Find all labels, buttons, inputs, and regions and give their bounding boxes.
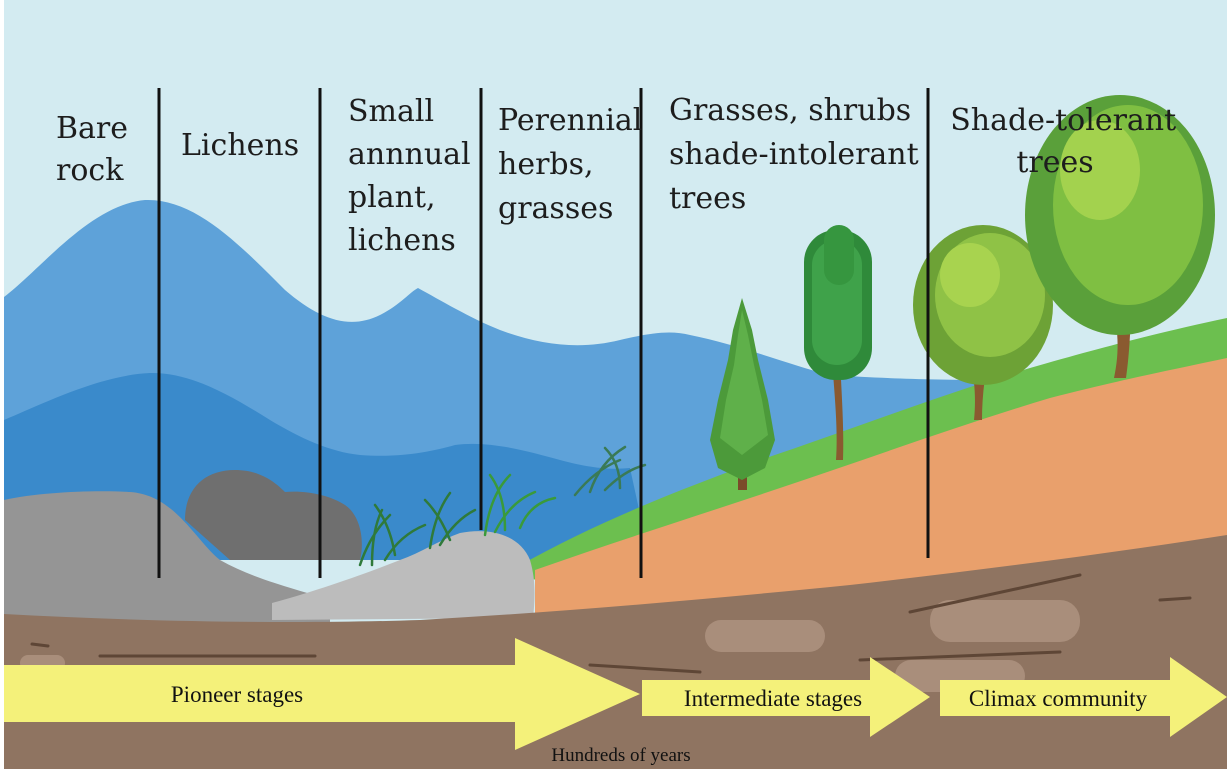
stage-label-lichens: Lichens [181,128,299,163]
white-margin [0,0,4,769]
arrow-label-intermediate: Intermediate stages [684,686,862,711]
time-scale-label: Hundreds of years [551,745,690,766]
arrow-label-climax: Climax community [969,686,1148,711]
arrow-label-pioneer: Pioneer stages [171,682,303,707]
